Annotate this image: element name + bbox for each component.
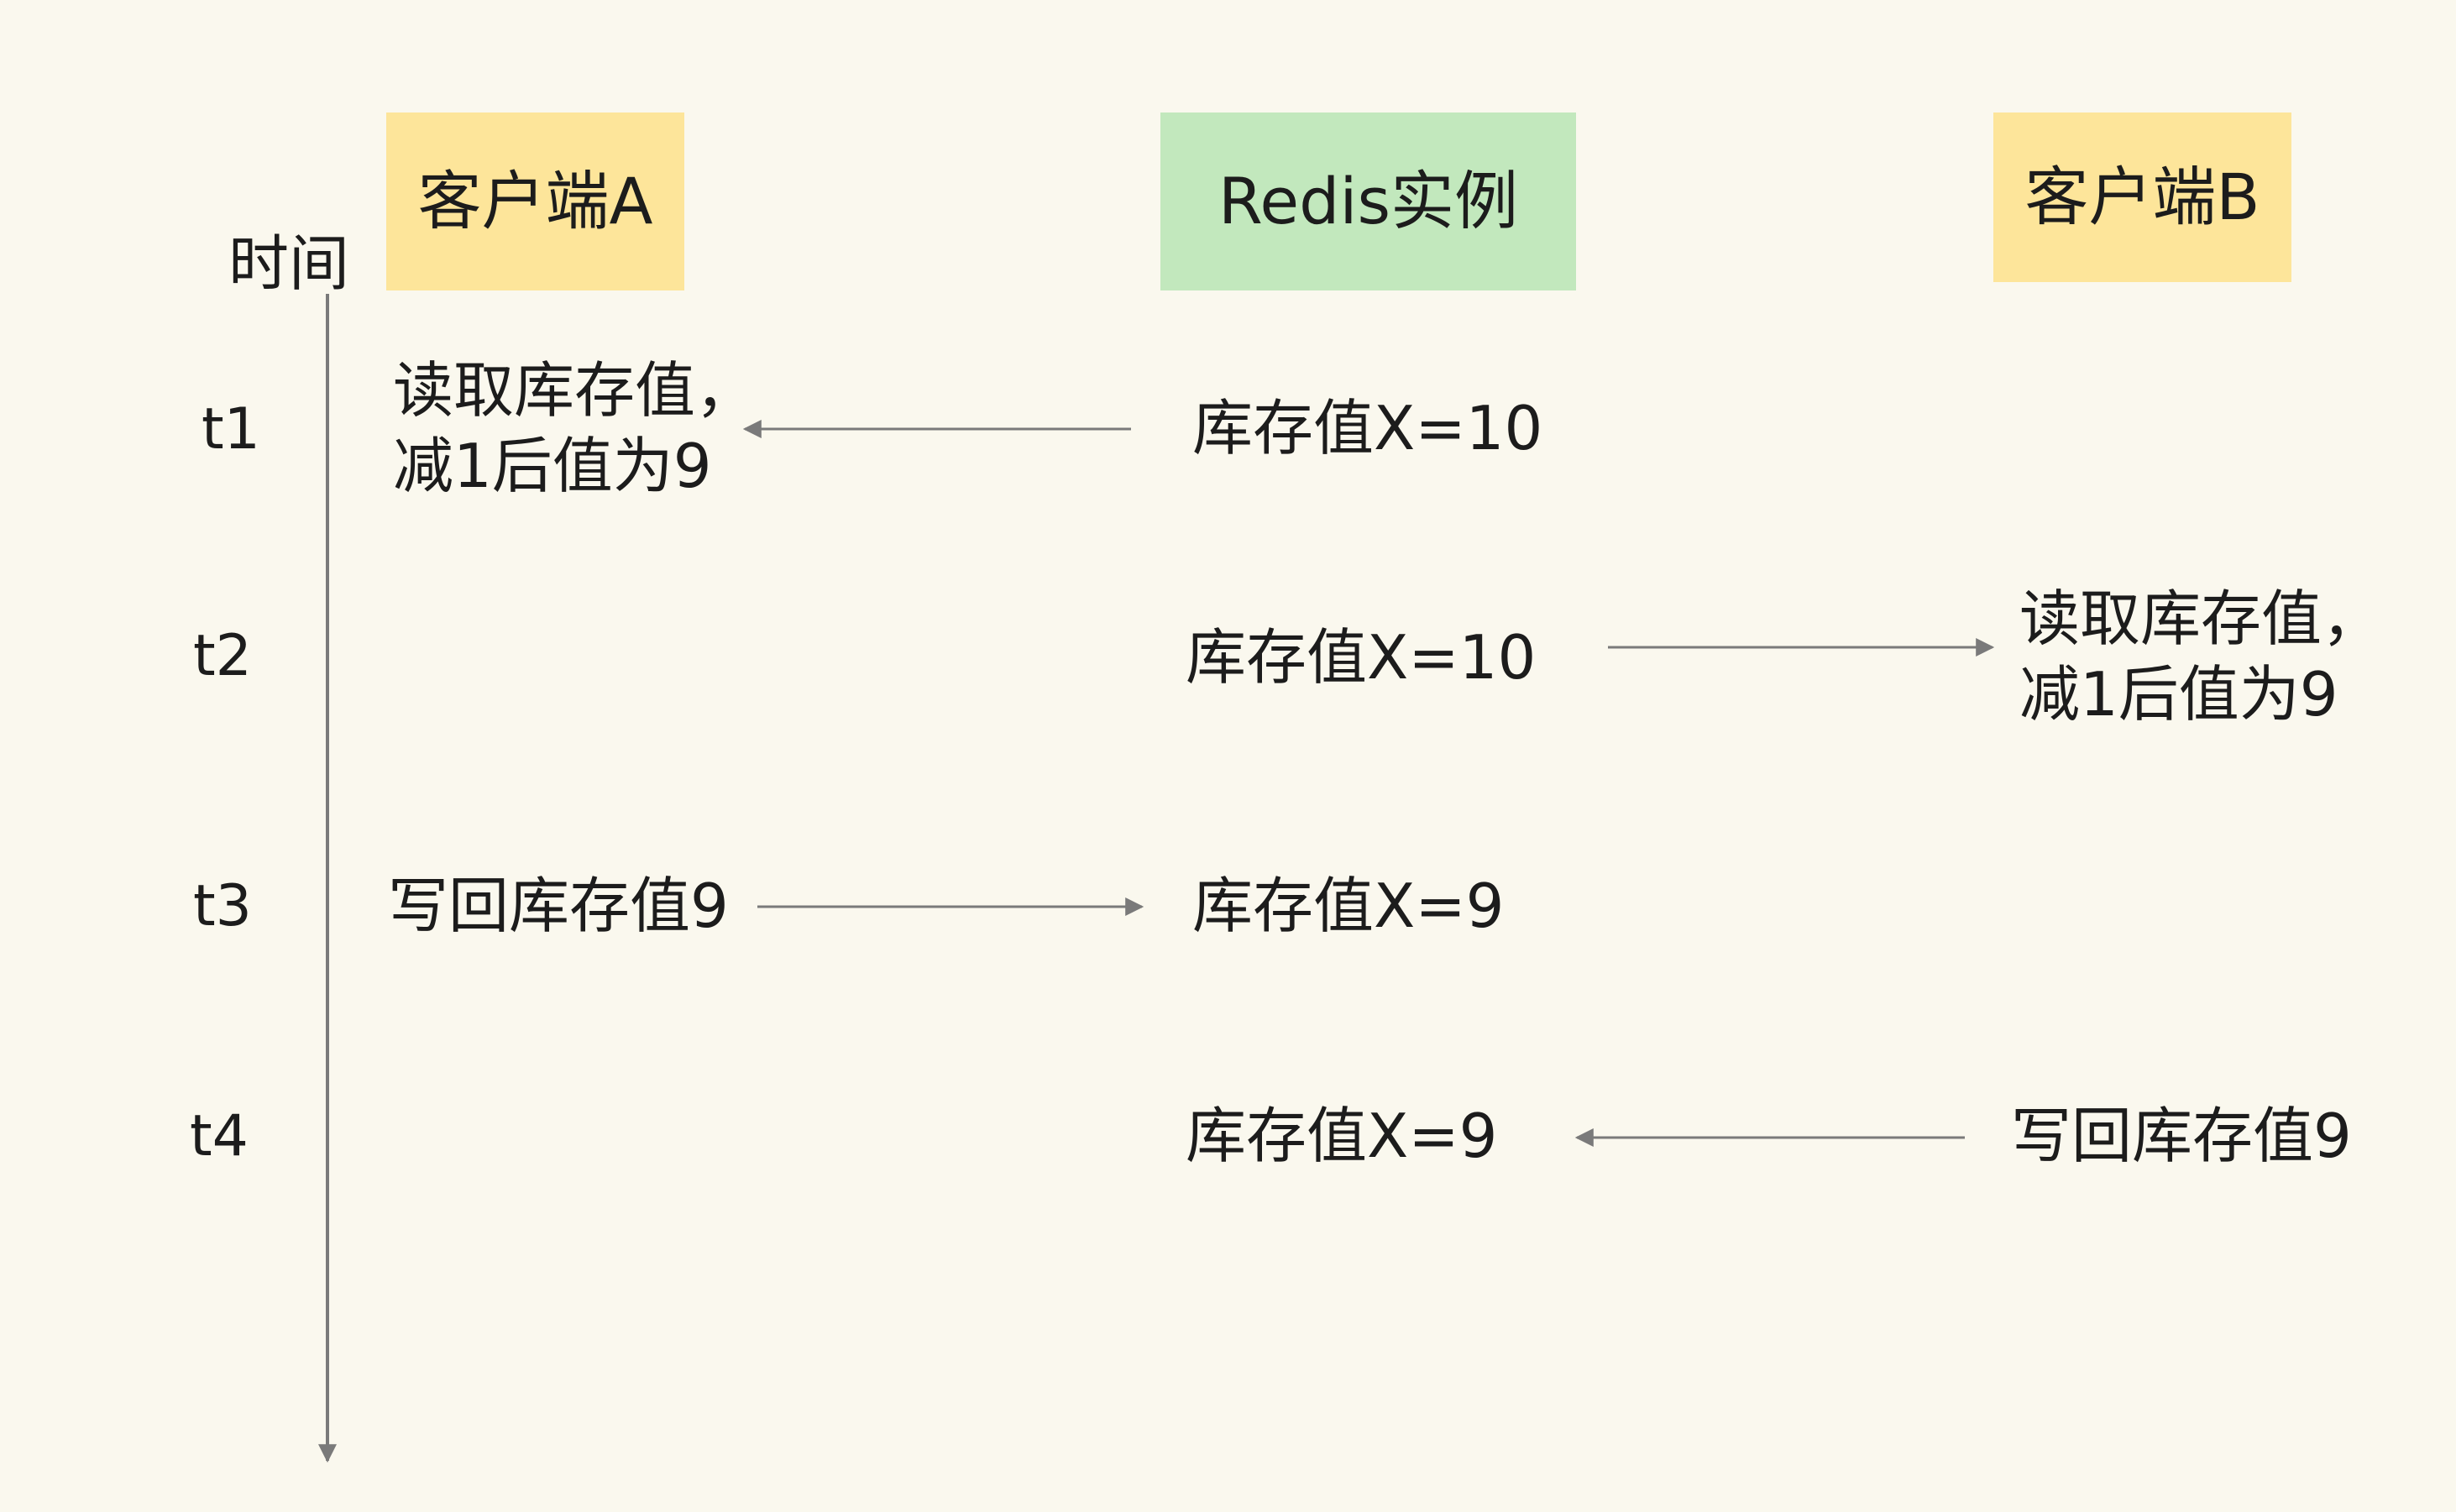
t1-redis-value: 库存值X=10 (1192, 393, 1543, 463)
time-axis-title: 时间 (228, 228, 350, 299)
t2-redis-value: 库存值X=10 (1186, 622, 1537, 693)
t2-client-b-note-line1: 读取库存值， (2019, 583, 2383, 654)
t1-client-a-note: 读取库存值， 减1后值为9 (393, 353, 756, 504)
client-b-header-label: 客户端B (2024, 160, 2260, 234)
time-label-t2: t2 (193, 623, 252, 689)
client-b-header: 客户端B (1993, 112, 2291, 282)
t3-redis-value: 库存值X=9 (1192, 871, 1505, 941)
time-label-t4: t4 (190, 1103, 249, 1169)
t3-client-a-note: 写回库存值9 (388, 871, 729, 941)
t2-client-b-note-line2: 减1后值为9 (2019, 659, 2338, 730)
client-a-header: 客户端A (386, 112, 684, 290)
t4-redis-value: 库存值X=9 (1186, 1101, 1498, 1171)
time-label-t3: t3 (193, 873, 252, 939)
redis-instance-header-label: Redis实例 (1218, 164, 1519, 238)
t1-client-a-note-line1: 读取库存值， (393, 355, 757, 426)
time-label-t1: t1 (202, 396, 260, 463)
t1-client-a-note-line2: 减1后值为9 (393, 431, 712, 501)
client-a-header-label: 客户端A (417, 164, 653, 238)
t2-client-b-note: 读取库存值， 减1后值为9 (2019, 581, 2382, 732)
t4-client-b-note: 写回库存值9 (2011, 1101, 2352, 1171)
redis-instance-header: Redis实例 (1160, 112, 1576, 290)
